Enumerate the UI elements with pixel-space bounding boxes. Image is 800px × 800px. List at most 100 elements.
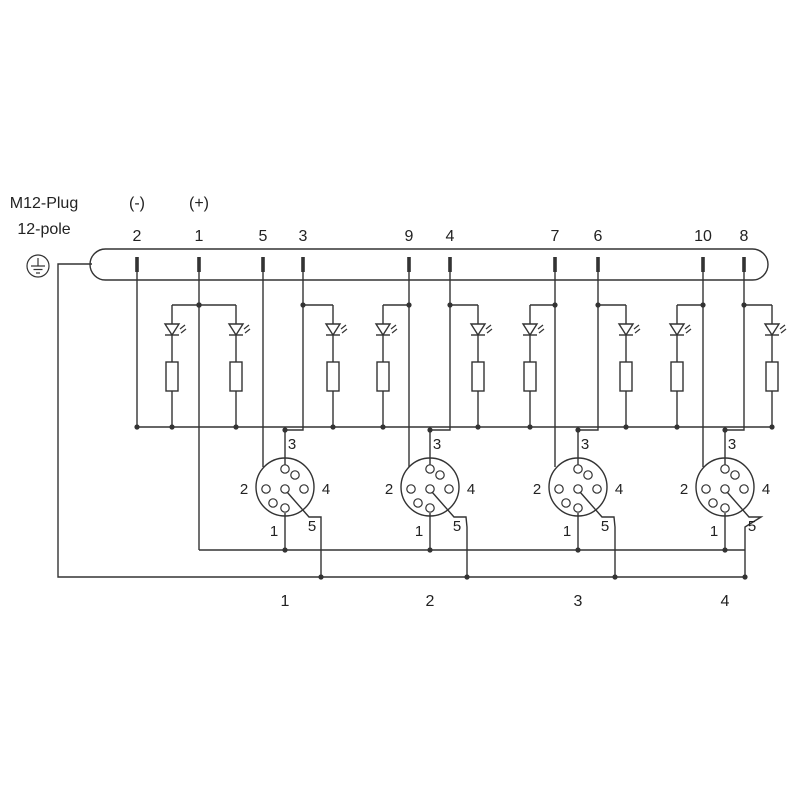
- junction-dot: [318, 574, 324, 580]
- socket-pin-hole: [739, 484, 749, 494]
- socket-pin-label: 2: [680, 481, 688, 498]
- socket-pin3-wire: [429, 305, 451, 465]
- plug-pin-label: 8: [740, 228, 749, 245]
- junction-dot: [427, 427, 433, 433]
- led-ray: [685, 328, 692, 334]
- junction-dot: [447, 302, 453, 308]
- junction-dot: [282, 427, 288, 433]
- plug-pin-label: 4: [446, 228, 455, 245]
- socket-pin5-wire: [286, 491, 322, 577]
- socket-outline: [548, 457, 608, 517]
- socket-pin3-wire: [724, 305, 745, 465]
- ground-bus: [57, 263, 745, 578]
- led-ray: [633, 324, 640, 330]
- led-triangle: [617, 323, 635, 337]
- socket-pin-label: 5: [308, 518, 316, 535]
- socket-pin-hole: [425, 503, 435, 513]
- plug-pole-label: 12-pole: [17, 221, 70, 238]
- socket-pin-hole: [425, 464, 435, 474]
- led-ray: [390, 324, 397, 330]
- led-triangle: [763, 323, 781, 337]
- led-resistor-channel: [617, 305, 641, 427]
- junction-dots: [134, 302, 775, 580]
- socket-pin-label: 2: [533, 481, 541, 498]
- led-triangle: [521, 323, 539, 337]
- led-resistor-channel: [324, 305, 348, 427]
- socket-pin-label: 1: [563, 523, 571, 540]
- led-resistor-channels: [163, 305, 787, 427]
- socket-pin-hole: [268, 498, 278, 508]
- junction-dot: [623, 424, 629, 430]
- minus-polarity-label: (-): [129, 195, 145, 212]
- socket-pin5-wire: [431, 491, 468, 577]
- socket-pin-hole: [720, 464, 730, 474]
- socket-pin-hole: [573, 484, 583, 494]
- led-icon: [469, 323, 493, 337]
- junction-dot: [380, 424, 386, 430]
- led-ray: [391, 328, 398, 334]
- plug-pin-label: 3: [299, 228, 308, 245]
- led-ray: [485, 324, 492, 330]
- socket-pin-hole: [730, 470, 740, 480]
- socket-pin-hole: [435, 470, 445, 480]
- resistor-icon: [326, 361, 340, 392]
- socket-pin-hole: [561, 498, 571, 508]
- resistor-icon: [471, 361, 485, 392]
- led-resistor-channel: [227, 305, 251, 427]
- led-ray: [537, 324, 544, 330]
- plus-polarity-label: (+): [189, 195, 209, 212]
- socket-pin-label: 5: [748, 518, 756, 535]
- led-ray: [243, 324, 250, 330]
- socket-pin3-wire: [577, 305, 599, 465]
- led-icon: [163, 323, 187, 337]
- junction-dot: [406, 302, 412, 308]
- led-triangle: [324, 323, 342, 337]
- led-icon: [374, 323, 398, 337]
- led-ray: [684, 324, 691, 330]
- junction-dot: [575, 547, 581, 553]
- socket-pin-label: 5: [453, 518, 461, 535]
- socket-pin-hole: [444, 484, 454, 494]
- socket-pin-hole: [299, 484, 309, 494]
- plug-pin-contact: [197, 257, 201, 272]
- junction-dot: [233, 424, 239, 430]
- socket-pin-label: 4: [467, 481, 475, 498]
- resistor-icon: [765, 361, 779, 392]
- led-icon: [617, 323, 641, 337]
- led-triangle: [163, 323, 181, 337]
- plug-pin-label: 5: [259, 228, 268, 245]
- socket-pin-hole: [720, 484, 730, 494]
- plug-pin-contact: [742, 257, 746, 272]
- port-label: 3: [574, 593, 583, 610]
- plug-type-label: M12-Plug: [10, 195, 78, 212]
- socket-pin-hole: [554, 484, 564, 494]
- led-ray: [779, 324, 786, 330]
- junction-dot: [169, 424, 175, 430]
- plug-pin-label: 10: [694, 228, 712, 245]
- socket-pin-hole: [592, 484, 602, 494]
- socket-pin-label: 1: [710, 523, 718, 540]
- resistor-icon: [165, 361, 179, 392]
- plug-body: [89, 248, 769, 281]
- junction-dot: [300, 302, 306, 308]
- led-ray: [780, 328, 787, 334]
- junction-dot: [134, 424, 140, 430]
- port-label: 4: [721, 593, 730, 610]
- led-triangle: [374, 323, 392, 337]
- plug-pin-contact: [135, 257, 139, 272]
- socket-pin-label: 4: [762, 481, 770, 498]
- junction-dot: [742, 574, 748, 580]
- led-resistor-channel: [763, 305, 787, 427]
- socket-pin-label: 3: [288, 436, 296, 453]
- wiring: [57, 257, 772, 578]
- led-icon: [668, 323, 692, 337]
- led-resistor-channel: [521, 305, 545, 427]
- earth-ground-icon: [26, 254, 50, 278]
